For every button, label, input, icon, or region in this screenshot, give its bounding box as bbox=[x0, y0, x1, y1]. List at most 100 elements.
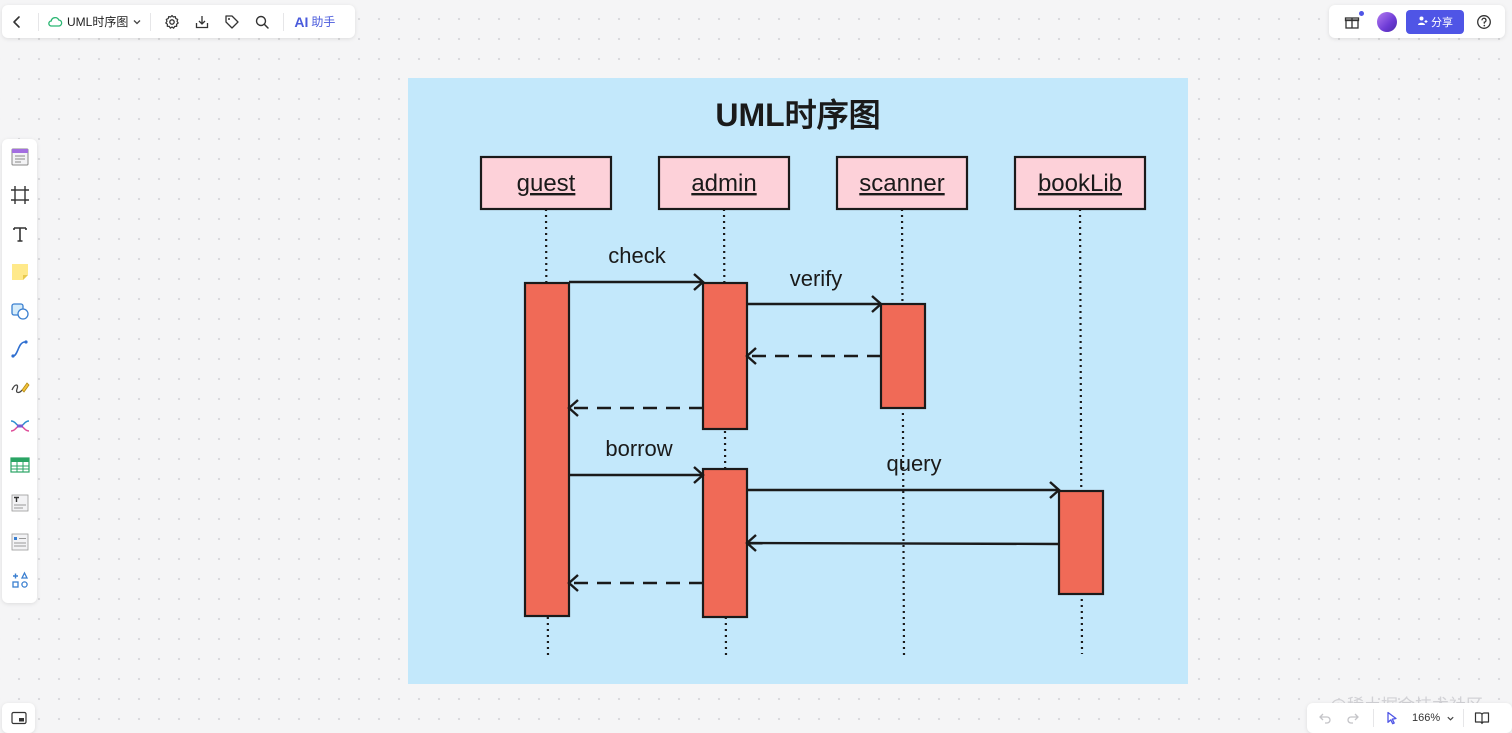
crop-frame-tool[interactable] bbox=[8, 186, 32, 210]
notification-dot bbox=[1359, 11, 1364, 16]
ai-assistant-button[interactable]: AI 助手 bbox=[290, 10, 339, 34]
activation-bar-scanner[interactable] bbox=[879, 302, 927, 410]
help-icon bbox=[1476, 14, 1492, 30]
download-button[interactable] bbox=[187, 10, 217, 34]
book-icon bbox=[1474, 711, 1490, 725]
ai-label: AI bbox=[294, 13, 309, 30]
share-button[interactable]: 分享 bbox=[1406, 9, 1464, 34]
avatar[interactable] bbox=[1377, 11, 1397, 32]
arrowhead bbox=[871, 295, 883, 313]
participant-label-scanner: scanner bbox=[859, 170, 944, 197]
divider bbox=[38, 12, 39, 31]
minimap-toggle-panel bbox=[2, 703, 35, 733]
list-card-icon bbox=[10, 532, 30, 557]
search-icon bbox=[254, 14, 270, 30]
document-title-button[interactable]: UML时序图 bbox=[45, 10, 144, 34]
sticky-note-tool[interactable] bbox=[8, 263, 32, 287]
sequence-diagram: UML时序图 guest admin scanner bookLib check verif… bbox=[408, 78, 1188, 684]
help-button[interactable] bbox=[1470, 10, 1498, 34]
diagram-title[interactable]: UML时序图 bbox=[715, 97, 880, 133]
undo-button[interactable] bbox=[1311, 706, 1339, 730]
cursor-icon bbox=[1385, 711, 1399, 725]
zoom-dropdown[interactable]: 166% bbox=[1404, 706, 1457, 730]
chevron-down-icon bbox=[132, 17, 142, 27]
participant-label-bookLib: bookLib bbox=[1038, 170, 1122, 197]
message-label-verify: verify bbox=[790, 266, 843, 291]
lifeline-bookLib bbox=[1078, 208, 1084, 655]
undo-icon bbox=[1318, 711, 1332, 725]
search-button[interactable] bbox=[247, 10, 277, 34]
arrowhead bbox=[693, 466, 705, 484]
divider bbox=[1373, 709, 1374, 727]
bottom-right-toolbar: 166% bbox=[1307, 703, 1512, 733]
list-card-tool[interactable] bbox=[8, 532, 32, 556]
connector-icon bbox=[10, 339, 30, 364]
mindmap-tool[interactable] bbox=[8, 417, 32, 441]
minimap-icon bbox=[10, 711, 27, 725]
more-components-tool[interactable] bbox=[8, 571, 32, 595]
pen-icon bbox=[10, 378, 30, 403]
participant-box-scanner[interactable] bbox=[835, 155, 969, 211]
back-icon bbox=[10, 15, 24, 29]
gift-box-icon bbox=[1344, 14, 1360, 30]
shape-tool[interactable] bbox=[8, 301, 32, 325]
participant-label-admin: admin bbox=[691, 170, 756, 197]
activation-bar-guest[interactable] bbox=[523, 281, 571, 618]
participant-box-bookLib[interactable] bbox=[1013, 155, 1147, 211]
ai-text: 助手 bbox=[311, 15, 336, 29]
message-arrow-bookLib-to-admin bbox=[746, 541, 1060, 546]
activation-bar-admin[interactable] bbox=[701, 281, 749, 431]
zoom-level: 166% bbox=[1412, 712, 1441, 724]
participant-box-guest[interactable] bbox=[479, 155, 613, 211]
sequence-diagram-frame[interactable]: UML时序图 guest admin scanner bookLib check verif… bbox=[408, 78, 1188, 684]
divider bbox=[283, 12, 285, 31]
select-mode-button[interactable] bbox=[1380, 706, 1404, 730]
settings-icon bbox=[164, 14, 180, 30]
crop-frame-icon bbox=[10, 185, 30, 210]
arrowhead bbox=[1049, 481, 1061, 499]
arrowhead bbox=[567, 399, 579, 417]
download-icon bbox=[194, 14, 210, 30]
text-icon bbox=[10, 224, 30, 249]
gift-button[interactable] bbox=[1337, 10, 1367, 34]
shape-icon bbox=[10, 301, 30, 326]
settings-button[interactable] bbox=[157, 10, 187, 34]
arrowhead bbox=[693, 273, 705, 291]
text-card-icon bbox=[10, 493, 30, 518]
share-label: 分享 bbox=[1431, 16, 1453, 29]
arrowhead bbox=[745, 534, 757, 552]
guide-book-button[interactable] bbox=[1470, 706, 1494, 730]
chevron-down-icon bbox=[1446, 714, 1455, 723]
back-button[interactable] bbox=[2, 10, 32, 34]
participant-label-guest: guest bbox=[517, 170, 576, 197]
text-card-tool[interactable] bbox=[8, 494, 32, 518]
top-toolbar: UML时序图 AI 助手 bbox=[2, 5, 355, 38]
arrowhead bbox=[745, 347, 757, 365]
table-tool[interactable] bbox=[8, 455, 32, 479]
minimap-button[interactable] bbox=[7, 706, 31, 730]
activation-bar-admin[interactable] bbox=[701, 467, 749, 619]
document-title: UML时序图 bbox=[67, 15, 129, 29]
divider bbox=[1463, 709, 1465, 727]
activation-bar-bookLib[interactable] bbox=[1057, 489, 1105, 596]
frame-template-tool[interactable] bbox=[8, 147, 32, 171]
redo-button[interactable] bbox=[1339, 706, 1367, 730]
message-label-check: check bbox=[608, 243, 666, 268]
share-user-icon bbox=[1417, 15, 1428, 29]
mindmap-icon bbox=[10, 416, 30, 441]
table-icon bbox=[9, 455, 30, 480]
message-label-borrow: borrow bbox=[605, 436, 672, 461]
tag-button[interactable] bbox=[217, 10, 247, 34]
sticky-note-icon bbox=[10, 262, 30, 287]
tag-icon bbox=[224, 14, 240, 30]
participant-box-admin[interactable] bbox=[657, 155, 791, 211]
pen-tool[interactable] bbox=[8, 378, 32, 402]
lifeline-scanner bbox=[900, 208, 906, 657]
message-label-query: query bbox=[886, 451, 941, 476]
left-tool-palette bbox=[2, 139, 37, 603]
connector-tool[interactable] bbox=[8, 340, 32, 364]
text-tool[interactable] bbox=[8, 224, 32, 248]
arrowhead bbox=[567, 574, 579, 592]
divider bbox=[150, 12, 152, 31]
more-components-icon bbox=[10, 570, 30, 595]
